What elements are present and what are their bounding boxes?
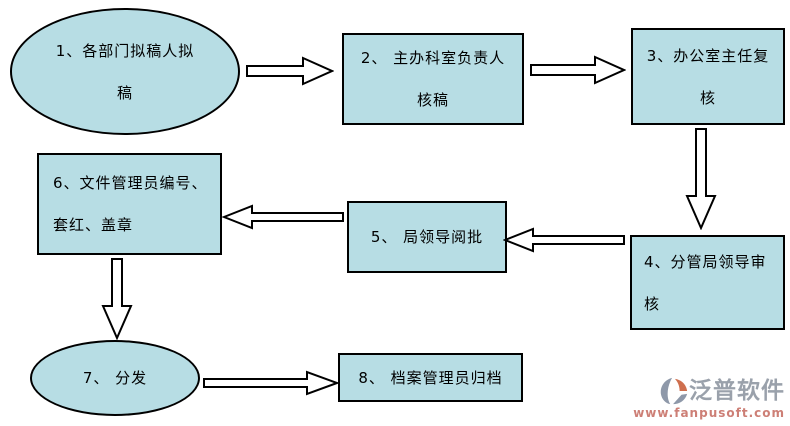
watermark: 泛普软件 www.fanpusoft.com <box>633 376 785 420</box>
arrow-1-to-2-right-icon <box>246 56 334 86</box>
arrow-3-to-4-down-icon <box>685 128 717 230</box>
node-label: 核 <box>644 294 661 313</box>
node-label: 核稿 <box>416 91 449 109</box>
node-label: 1、各部门拟稿人拟 <box>55 41 195 60</box>
node-6-file-manager-numbering-sealing: 6、文件管理员编号、 套红、盖章 <box>37 153 222 255</box>
node-label: 稿 <box>116 83 133 102</box>
arrow-4-to-5-left-icon <box>503 227 625 253</box>
node-1-drafting: 1、各部门拟稿人拟 稿 <box>10 8 240 135</box>
node-3-office-director-recheck: 3、办公室主任复 核 <box>631 28 785 125</box>
fanpu-logo-icon <box>660 377 688 405</box>
arrow-6-to-7-down-icon <box>101 258 133 340</box>
node-label: 3、办公室主任复 <box>646 46 770 65</box>
node-label: 套红、盖章 <box>53 216 134 234</box>
arrow-2-to-3-right-icon <box>530 55 626 85</box>
watermark-url: www.fanpusoft.com <box>633 406 785 420</box>
node-label: 6、文件管理员编号、 <box>53 174 208 192</box>
watermark-brand: 泛普软件 <box>689 378 785 404</box>
node-label: 7、 分发 <box>82 369 148 387</box>
node-5-bureau-leader-approval: 5、 局领导阅批 <box>347 201 507 273</box>
node-label: 8、 档案管理员归档 <box>358 368 503 387</box>
node-label: 4、分管局领导审 <box>644 252 767 271</box>
arrow-5-to-6-left-icon <box>222 204 344 230</box>
node-8-archivist-filing: 8、 档案管理员归档 <box>338 353 523 402</box>
node-2-section-chief-review: 2、 主办科室负责人 核稿 <box>342 33 524 125</box>
node-7-distribution: 7、 分发 <box>30 340 200 416</box>
arrow-7-to-8-right-icon <box>203 370 339 396</box>
node-label: 2、 主办科室负责人 <box>360 49 506 67</box>
node-label: 5、 局领导阅批 <box>370 228 484 246</box>
node-4-deputy-bureau-leader-review: 4、分管局领导审 核 <box>630 235 785 330</box>
node-label: 核 <box>699 88 716 107</box>
